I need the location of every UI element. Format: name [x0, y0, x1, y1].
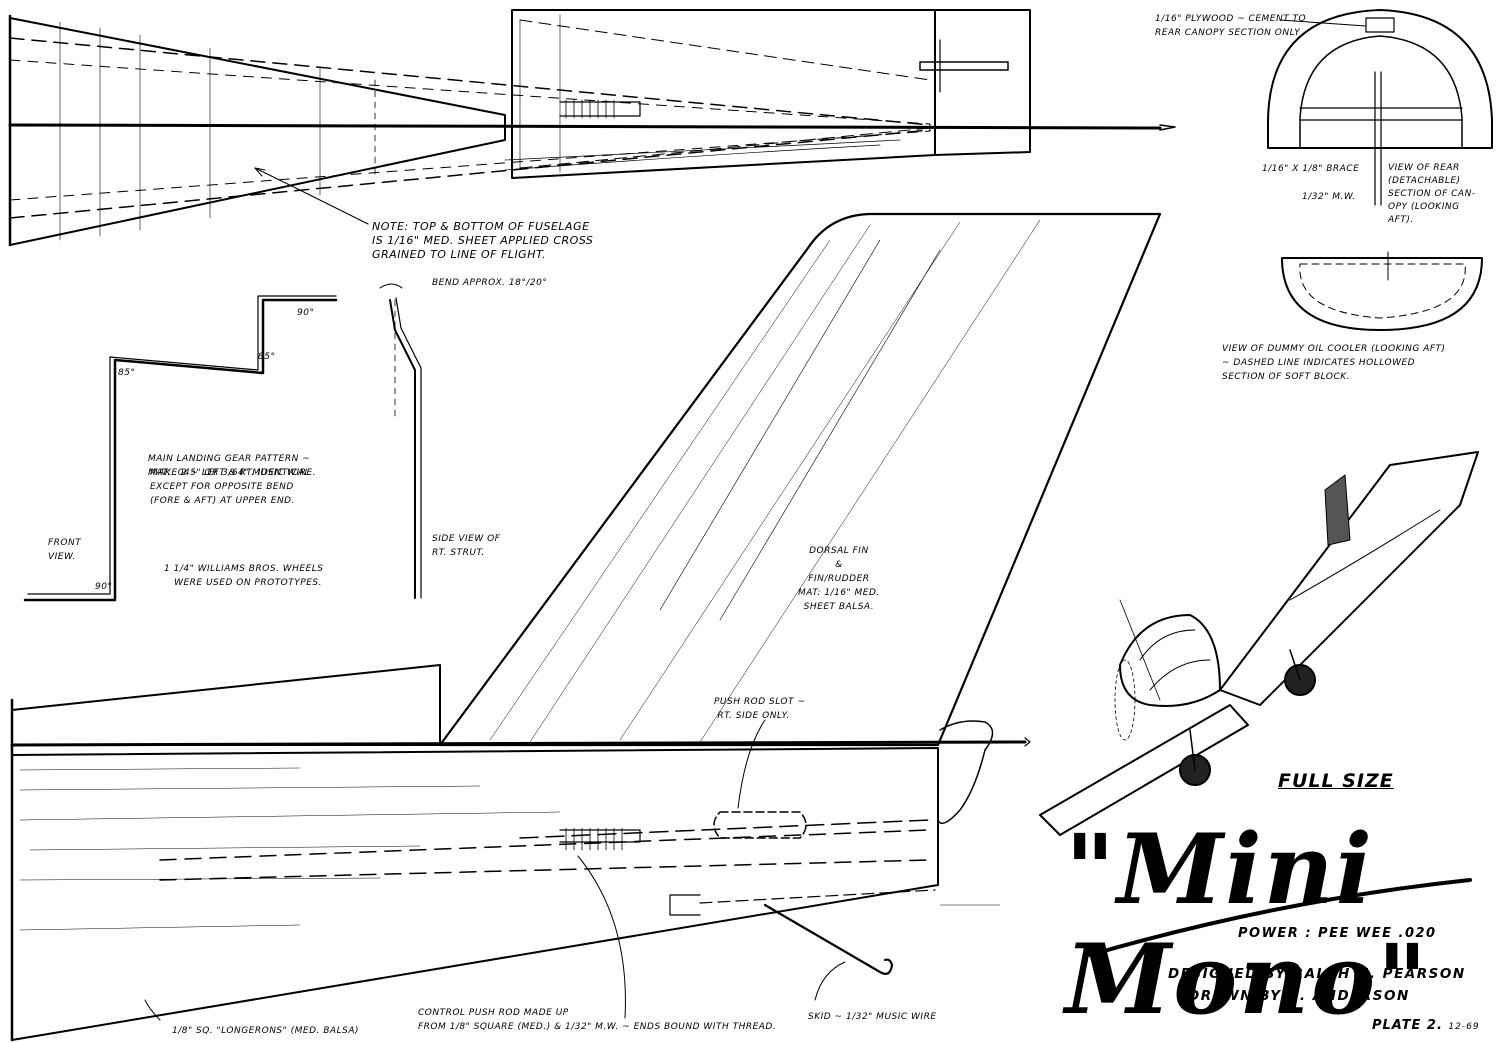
bend-label: BEND APPROX. 18°/20°: [432, 278, 548, 288]
angle-85-upper: 85°: [258, 352, 276, 362]
oil-cooler-view: [1281, 251, 1483, 331]
drafter-credit: DRAWN BY R. ANDERSON: [1188, 988, 1410, 1004]
skid-label: SKID ~ 1/32" MUSIC WIRE: [808, 1012, 937, 1022]
canopy-view-label: VIEW OF REAR (DETACHABLE) SECTION OF CAN…: [1388, 163, 1476, 225]
aircraft-illustration: [1039, 451, 1479, 836]
side-view-fuselage: [10, 664, 1031, 1042]
pushrod-slot-leader: [737, 719, 766, 809]
power-label: POWER : PEE WEE .020: [1238, 926, 1437, 941]
plate-number: PLATE 2. 12-69: [1372, 1018, 1480, 1033]
top-view-fuselage: [8, 14, 1176, 247]
designer-credit: DESIGNED BY RALPH H. PEARSON: [1168, 966, 1466, 982]
pushrod-slot-label: PUSH ROD SLOT ~ RT. SIDE ONLY.: [714, 697, 806, 721]
plywood-note: 1/16" PLYWOOD ~ CEMENT TO REAR CANOPY SE…: [1155, 14, 1307, 38]
dorsal-fin-label: DORSAL FIN & FIN/RUDDER MAT: 1/16" MED. …: [798, 546, 880, 612]
fuselage-note: NOTE: TOP & BOTTOM OF FUSELAGE IS 1/16" …: [372, 220, 594, 261]
gear-pattern-label: MAIN LANDING GEAR PATTERN ~ MAT: .045" O…: [148, 454, 316, 478]
landing-gear-front-view: [23, 295, 338, 602]
oil-cooler-label: VIEW OF DUMMY OIL COOLER (LOOKING AFT) ~…: [1222, 344, 1446, 382]
longerons-label: 1/8" SQ. "LONGERONS" (MED. BALSA): [172, 1026, 359, 1036]
fin-rudder: [438, 212, 1162, 825]
wheels-label: 1 1/4" WILLIAMS BROS. WHEELS WERE USED O…: [164, 564, 324, 588]
plate-label: PLATE 2.: [1372, 1018, 1443, 1033]
front-view-label: FRONT VIEW.: [48, 538, 82, 562]
gear-make-label: MAKE 2 ~ LEFT & RT. IDENTICAL EXCEPT FOR…: [150, 468, 310, 506]
landing-gear-side-view: [379, 283, 422, 599]
mini-mono-title: "Mini Mono": [1065, 813, 1430, 1036]
note-leader-top: [254, 167, 369, 225]
full-size-heading: FULL SIZE: [1278, 770, 1394, 792]
music-wire-label: 1/32" M.W.: [1302, 192, 1356, 202]
brace-label: 1/16" x 1/8" BRACE: [1262, 164, 1360, 174]
title-swash: [1088, 878, 1472, 957]
angle-90-bottom: 90°: [95, 582, 113, 592]
control-leader: [577, 855, 626, 1019]
skid: [763, 903, 894, 975]
canopy-rear-section: [1267, 9, 1493, 206]
plate-date: 12-69: [1448, 1022, 1480, 1032]
side-view-label: SIDE VIEW OF RT. STRUT.: [432, 534, 501, 558]
angle-90-top: 90°: [297, 308, 315, 318]
angle-85-lower: 85°: [118, 368, 136, 378]
skid-leader: [814, 961, 846, 1001]
longeron-leader: [144, 999, 161, 1021]
top-view-stabilizer: [504, 9, 1031, 179]
control-pushrod-label: CONTROL PUSH ROD MADE UP FROM 1/8" SQUAR…: [418, 1008, 777, 1032]
